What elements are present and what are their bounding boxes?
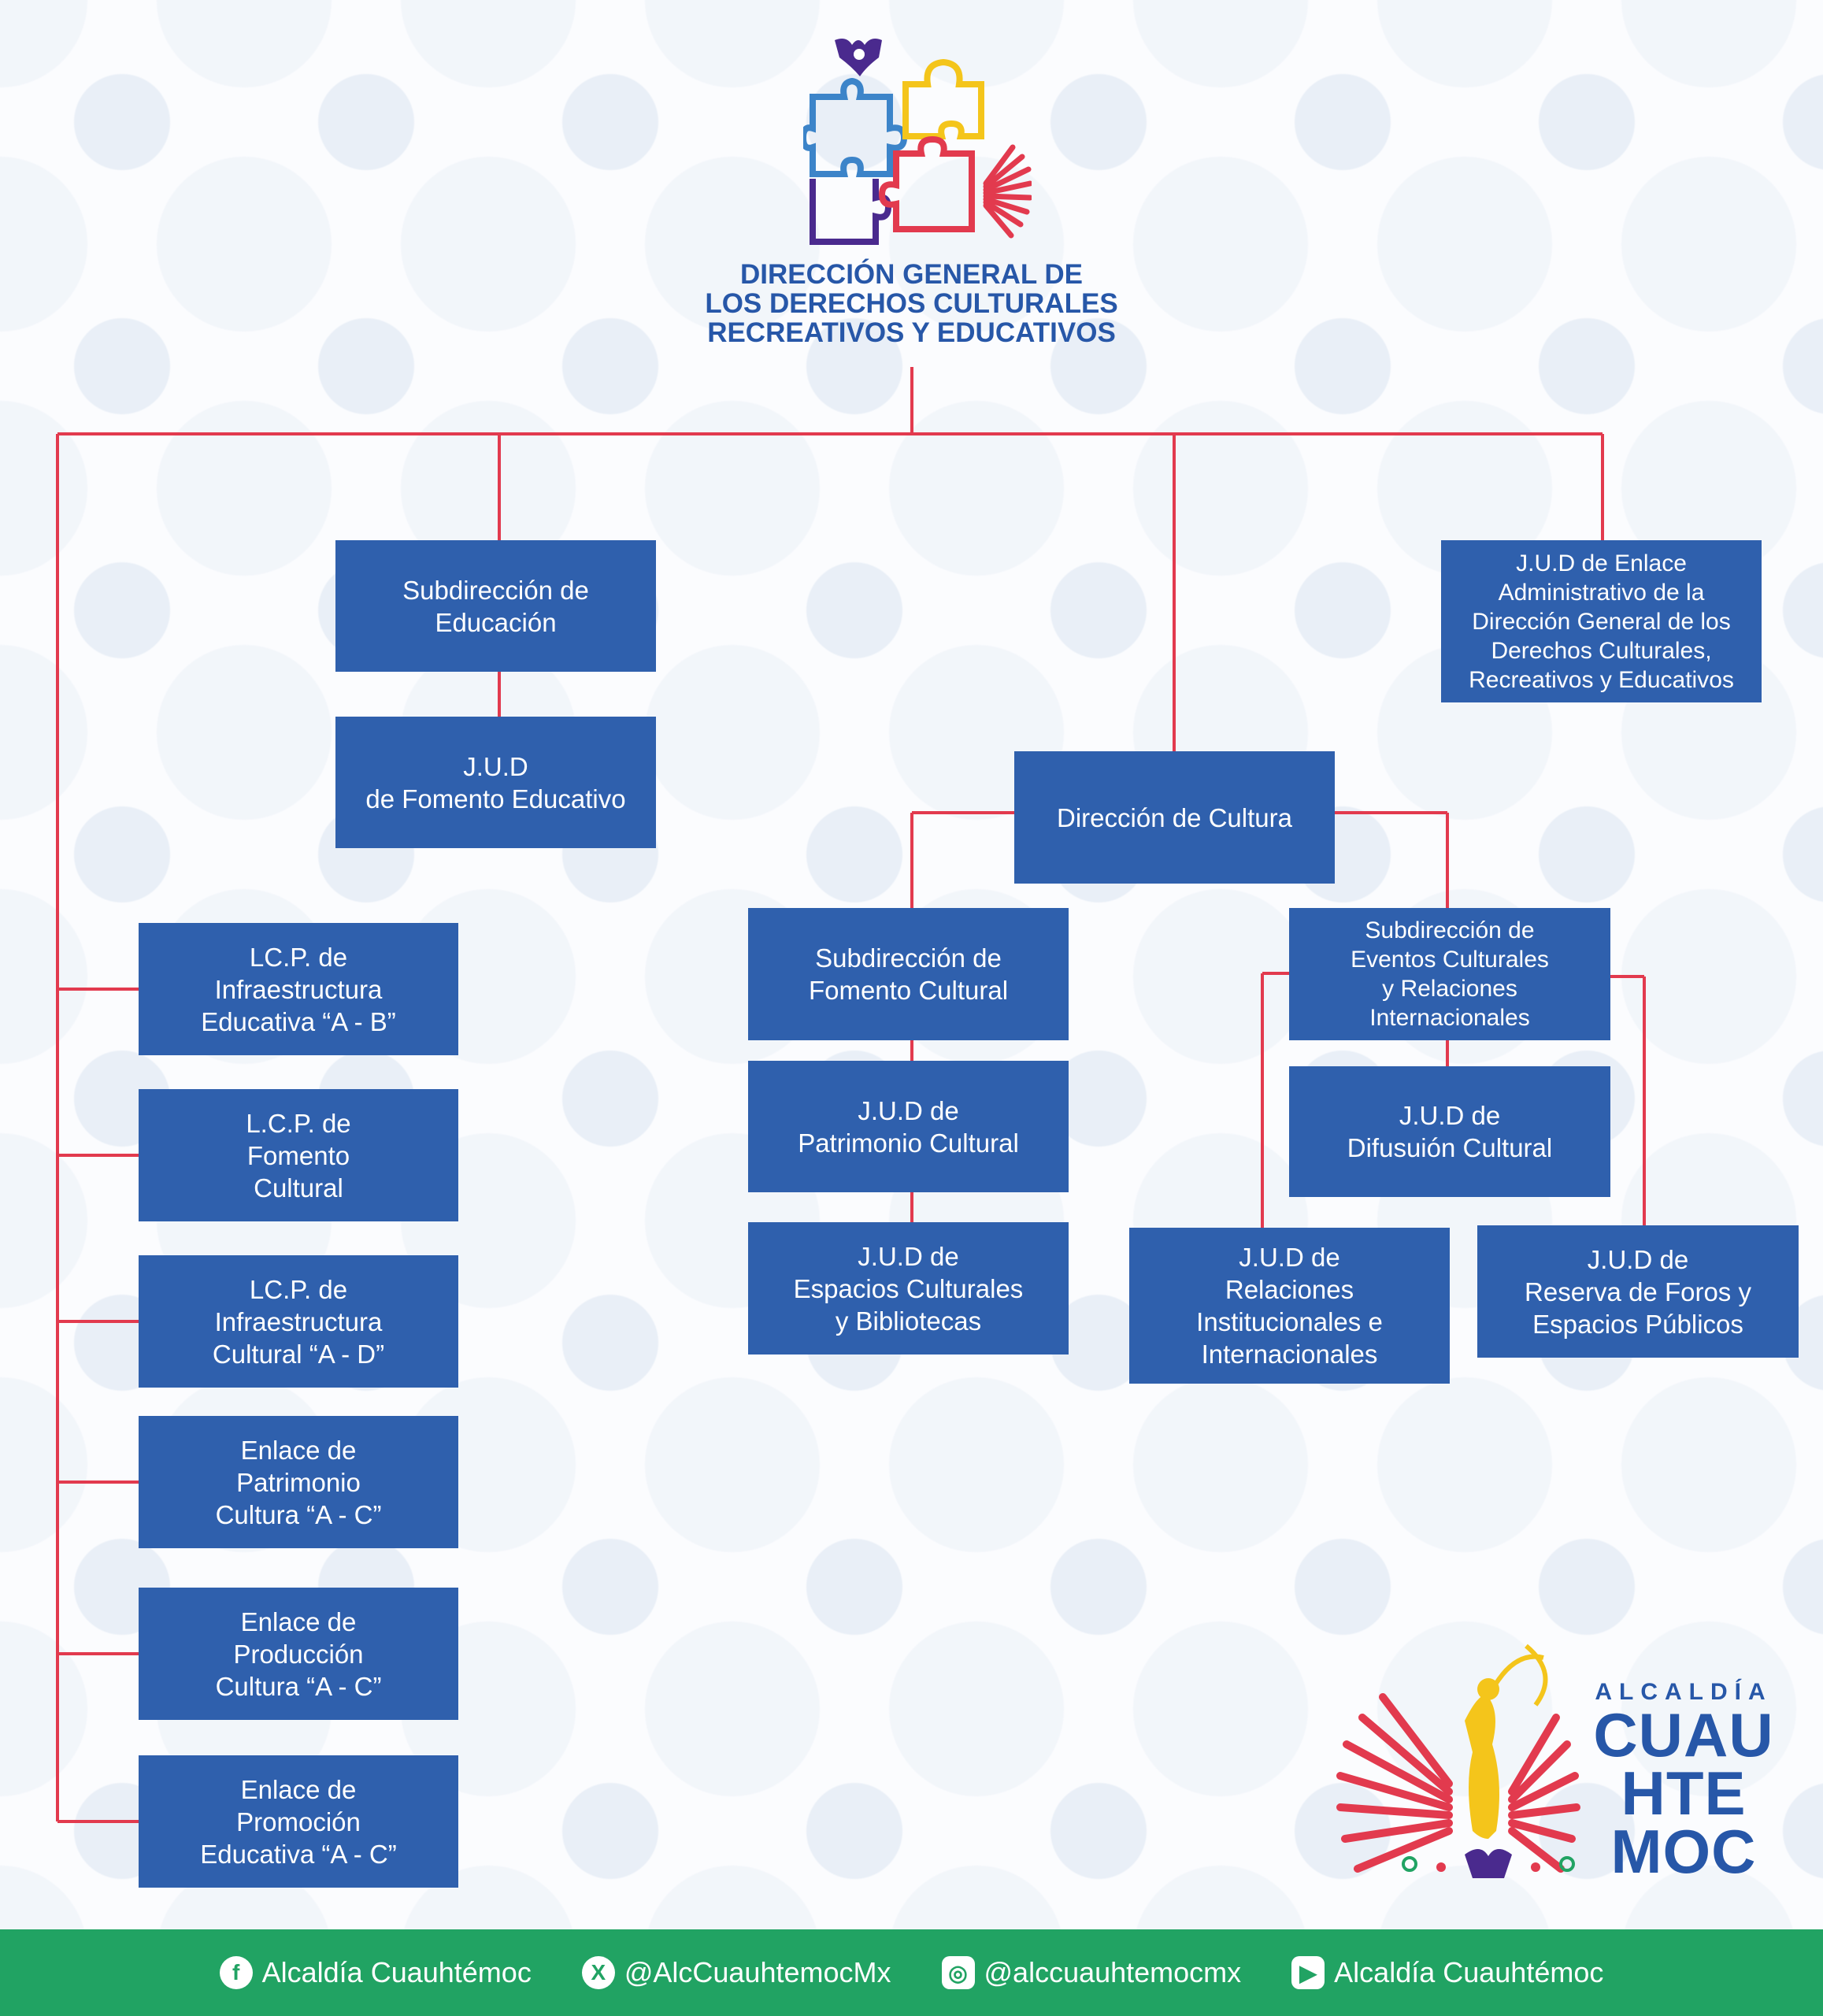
node-lcp-fomento-cultural: L.C.P. de Fomento Cultural [139, 1089, 458, 1221]
node-jud-difusion-cultural: J.U.D de Difusuión Cultural [1289, 1066, 1610, 1197]
facebook-icon: f [219, 1956, 253, 1989]
page-title: DIRECCIÓN GENERAL DE LOS DERECHOS CULTUR… [705, 259, 1118, 348]
node-enlace-patrimonio: Enlace de Patrimonio Cultura “A - C” [139, 1416, 458, 1548]
instagram-icon: ◎ [941, 1956, 975, 1989]
node-jud-patrimonio-cultural: J.U.D de Patrimonio Cultural [748, 1061, 1069, 1192]
node-subdireccion-educacion: Subdirección de Educación [335, 540, 656, 672]
brand-cuauhtemoc-label: CUAU HTE MOC [1593, 1700, 1774, 1886]
footer-x-label: @AlcCuauhtemocMx [624, 1956, 891, 1988]
alcaldia-emblem-icon [1336, 1644, 1580, 1878]
footer-youtube[interactable]: ▶ Alcaldía Cuauhtémoc [1291, 1956, 1603, 1989]
puzzle-logo-icon [803, 39, 1032, 245]
node-jud-fomento-educativo: J.U.D de Fomento Educativo [335, 717, 656, 848]
footer-x[interactable]: X @AlcCuauhtemocMx [581, 1956, 891, 1989]
node-jud-relaciones-institucionales: J.U.D de Relaciones Institucionales e In… [1129, 1228, 1450, 1384]
footer-youtube-label: Alcaldía Cuauhtémoc [1334, 1956, 1604, 1988]
node-enlace-produccion: Enlace de Producción Cultura “A - C” [139, 1588, 458, 1720]
node-jud-reserva-foros: J.U.D de Reserva de Foros y Espacios Púb… [1477, 1225, 1799, 1358]
youtube-icon: ▶ [1291, 1956, 1325, 1989]
node-enlace-promocion: Enlace de Promoción Educativa “A - C” [139, 1755, 458, 1888]
node-subdireccion-eventos: Subdirección de Eventos Culturales y Rel… [1289, 908, 1610, 1040]
node-subdireccion-fomento-cultural: Subdirección de Fomento Cultural [748, 908, 1069, 1040]
footer-instagram-label: @alccuauhtemocmx [984, 1956, 1242, 1988]
node-lcp-infraestructura-educativa: LC.P. de Infraestructura Educativa “A - … [139, 923, 458, 1055]
footer-facebook[interactable]: f Alcaldía Cuauhtémoc [219, 1956, 532, 1989]
footer-facebook-label: Alcaldía Cuauhtémoc [261, 1956, 532, 1988]
social-footer: f Alcaldía Cuauhtémoc X @AlcCuauhtemocMx… [0, 1929, 1823, 2016]
node-direccion-cultura: Dirección de Cultura [1014, 751, 1335, 884]
brand-alcaldia-label: ALCALDÍA [1595, 1679, 1773, 1705]
node-jud-espacios-culturales: J.U.D de Espacios Culturales y Bibliotec… [748, 1222, 1069, 1354]
x-icon: X [581, 1956, 615, 1989]
node-lcp-infraestructura-cultural: LC.P. de Infraestructura Cultural “A - D… [139, 1255, 458, 1388]
footer-instagram[interactable]: ◎ @alccuauhtemocmx [941, 1956, 1242, 1989]
node-jud-enlace-administrativo: J.U.D de Enlace Administrativo de la Dir… [1441, 540, 1762, 702]
alcaldia-wordmark: ALCALDÍA CUAU HTE MOC [1581, 1679, 1786, 1886]
